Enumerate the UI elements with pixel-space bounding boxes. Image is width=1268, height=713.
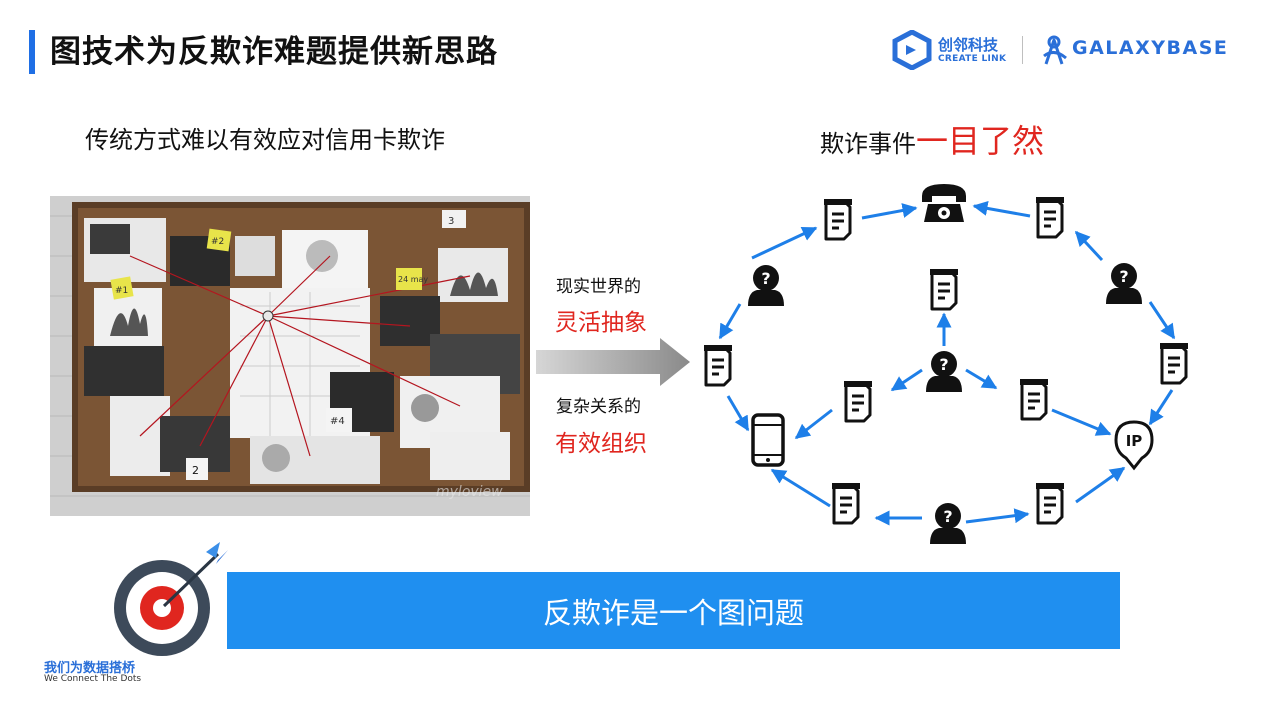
logo-area: 创邻科技 CREATE LINK GALAXYBASE bbox=[890, 30, 1235, 70]
transaction-doc-icon bbox=[842, 379, 874, 423]
fraud-heading-highlight: 一目了然 bbox=[916, 122, 1045, 160]
suspect-person-icon bbox=[1106, 263, 1142, 304]
investigation-board-image: #1 #2 3 24 may #4 2 myloview bbox=[50, 196, 530, 516]
suspect-person-icon bbox=[930, 503, 966, 544]
transaction-doc-icon bbox=[830, 481, 862, 525]
traditional-heading: 传统方式难以有效应对信用卡欺诈 bbox=[85, 126, 445, 154]
note-1: #1 bbox=[115, 286, 128, 296]
title-accent-bar bbox=[29, 30, 35, 74]
phone-icon bbox=[922, 184, 966, 222]
note-24may: 24 may bbox=[398, 275, 428, 284]
fraud-graph-diagram: ? bbox=[702, 184, 1190, 544]
mobile-phone-icon bbox=[751, 413, 785, 467]
effective-organization-label: 有效组织 bbox=[555, 431, 647, 457]
ip-location-icon: IP bbox=[1114, 420, 1154, 471]
transaction-doc-icon bbox=[928, 267, 960, 311]
transaction-doc-icon bbox=[1034, 481, 1066, 525]
transaction-doc-icon bbox=[702, 343, 734, 387]
transaction-doc-icon bbox=[1034, 195, 1066, 239]
board-watermark: myloview bbox=[436, 484, 503, 500]
slogan-english: We Connect The Dots bbox=[44, 674, 142, 684]
complex-relations-label: 复杂关系的 bbox=[556, 397, 641, 417]
logo-divider bbox=[1022, 36, 1023, 64]
target-icon bbox=[114, 542, 228, 656]
ip-label: IP bbox=[1126, 432, 1143, 450]
fraud-clear-heading: 欺诈事件一目了然 bbox=[820, 116, 1044, 162]
note-3: 3 bbox=[448, 216, 454, 227]
transaction-doc-icon bbox=[822, 197, 854, 241]
note-2: #2 bbox=[211, 237, 224, 247]
note-2b: 2 bbox=[192, 464, 199, 477]
slogan-chinese: 我们为数据搭桥 bbox=[44, 661, 136, 676]
galaxybase-name: GALAXYBASE bbox=[1072, 37, 1229, 59]
banner-text: 反欺诈是一个图问题 bbox=[542, 595, 804, 630]
real-world-label: 现实世界的 bbox=[556, 277, 641, 297]
transaction-doc-icon bbox=[1018, 377, 1050, 421]
createlink-name: 创邻科技 bbox=[938, 36, 999, 54]
createlink-sub: CREATE LINK bbox=[938, 54, 1007, 64]
graph-problem-banner: 反欺诈是一个图问题 bbox=[227, 572, 1120, 649]
right-arrow-icon bbox=[536, 338, 690, 386]
slide-title: 图技术为反欺诈难题提供新思路 bbox=[50, 34, 498, 70]
flexible-abstraction-label: 灵活抽象 bbox=[555, 310, 647, 336]
suspect-person-icon bbox=[748, 265, 784, 306]
createlink-logo-icon bbox=[892, 30, 932, 70]
fraud-heading-prefix: 欺诈事件 bbox=[820, 130, 916, 158]
transaction-doc-icon bbox=[1158, 341, 1190, 385]
note-4: #4 bbox=[330, 416, 345, 427]
galaxybase-logo-icon bbox=[1043, 35, 1067, 65]
suspect-person-icon bbox=[926, 351, 962, 392]
